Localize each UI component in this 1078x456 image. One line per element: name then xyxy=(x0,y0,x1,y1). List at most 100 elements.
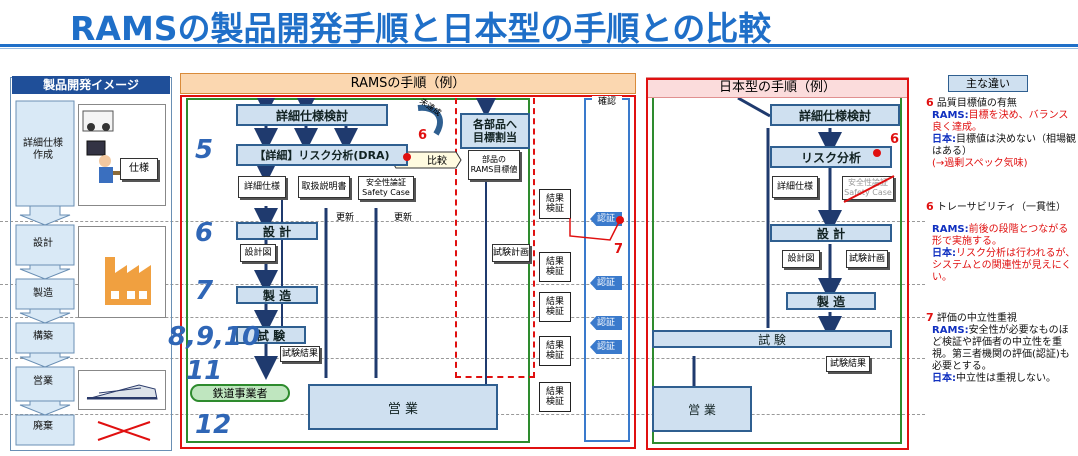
certification-arrow-2: 認証 xyxy=(590,276,622,290)
japan-spec-doc: 詳細仕様 xyxy=(772,176,818,198)
stage-number-12: 12 xyxy=(195,410,232,440)
result-verify-2: 結果 検証 xyxy=(539,252,571,282)
rams-test-result-doc: 試験結果 xyxy=(280,346,320,362)
japan-header: 日本型の手順（例） xyxy=(718,80,836,95)
japan-safety-case-doc: 安全性論証 Safety Case xyxy=(842,176,894,200)
rams-mark-6: 6 xyxy=(418,128,428,143)
compare-label: 比較 xyxy=(427,156,447,167)
page-title: RAMSの製品開発手順と日本型の手順との比較 xyxy=(70,9,772,48)
rams-test-plan-doc: 試験計画 xyxy=(492,244,530,262)
stage-arrow-column xyxy=(15,100,75,446)
japan-test: 試 験 xyxy=(652,330,892,348)
result-verify-1: 結果 検証 xyxy=(539,189,571,219)
difference-text: リスク分析は行われるが、システムとの関連性が見えにくい。 xyxy=(932,248,1076,283)
train-icon xyxy=(86,384,158,400)
train-image xyxy=(78,370,166,410)
rams-risk-analysis: 【詳細】リスク分析(DRA) xyxy=(236,144,408,166)
certification-arrow-3: 認証 xyxy=(590,316,622,330)
difference-label: RAMS: xyxy=(932,224,969,235)
japan-test-plan-doc: 試験計画 xyxy=(846,250,888,268)
rams-design-doc: 設計図 xyxy=(240,244,276,262)
stage-construct: 構築 xyxy=(33,331,53,342)
japan-risk-analysis: リスク分析 xyxy=(770,146,892,168)
stage-disposal: 廃棄 xyxy=(33,421,53,432)
japan-green-frame xyxy=(652,98,902,444)
difference-text: 前後の段階とつながる形で実施する。 xyxy=(932,224,1069,247)
rams-green-frame xyxy=(186,98,530,443)
red-dot-icon xyxy=(873,149,881,157)
rams-parts-dashed xyxy=(455,98,535,378)
japan-operation: 営 業 xyxy=(652,386,752,432)
difference-item-1: 6 品質目標値の有無 RAMS:目標を決め、バランス良く達成。 日本:目標値は決… xyxy=(926,97,1076,170)
difference-label: RAMS: xyxy=(932,325,969,336)
rams-design: 設 計 xyxy=(236,222,318,240)
confirm-label: 確認 xyxy=(592,96,622,108)
rams-manufacture: 製 造 xyxy=(236,286,318,304)
japan-mark-6: 6 xyxy=(890,132,900,147)
difference-label: 日本: xyxy=(932,248,956,259)
japan-design-doc: 設計図 xyxy=(782,250,820,268)
update-label-1: 更新 xyxy=(336,213,355,223)
disposal-cross-icon xyxy=(97,421,151,441)
railway-operator-label: 鉄道事業者 xyxy=(190,384,290,402)
result-verify-4: 結果 検証 xyxy=(539,336,571,366)
rams-spec-doc: 詳細仕様 xyxy=(238,176,286,198)
difference-text: 目標を決め、バランス良く達成。 xyxy=(932,110,1069,133)
stage-divider xyxy=(0,221,925,222)
rams-mark-7: 7 xyxy=(614,242,624,257)
differences-header: 主な違い xyxy=(948,75,1028,92)
rams-test: 試 験 xyxy=(236,326,306,344)
stage-operation: 営業 xyxy=(33,376,53,387)
rams-header-bar: RAMSの手順（例） xyxy=(180,73,636,94)
stage-spec: 詳細仕様作成 xyxy=(23,138,63,161)
stage-number-8-9-10: 8,9,10 xyxy=(168,322,261,352)
difference-text: 目標値は決めない（相場観はある） xyxy=(932,134,1076,157)
japan-safety-case-cross-icon xyxy=(843,175,895,203)
rams-header: RAMSの手順（例） xyxy=(350,76,466,91)
difference-title: トレーサビリティ（一貫性） xyxy=(936,202,1067,213)
stage-divider xyxy=(0,317,925,318)
stage-design: 設計 xyxy=(33,238,53,249)
parts-target-doc: 部品の RAMS目標値 xyxy=(468,150,520,180)
rams-manual-doc: 取扱説明書 xyxy=(298,176,350,198)
difference-number: 6 xyxy=(926,96,934,109)
japan-manufacture: 製 造 xyxy=(786,292,876,310)
difference-title: 評価の中立性重視 xyxy=(936,313,1017,324)
spec-work-image xyxy=(78,104,166,206)
stage-number-11: 11 xyxy=(186,356,223,386)
rams-operation: 営 業 xyxy=(308,384,498,430)
difference-item-3: 7 評価の中立性重視 RAMS:安全性が必要なものほど検証や評価者の中立性を重視… xyxy=(926,312,1076,385)
red-dot-icon xyxy=(403,153,411,161)
product-image-header: 製品開発イメージ xyxy=(12,76,170,94)
difference-title: 品質目標値の有無 xyxy=(936,98,1017,109)
title-rule xyxy=(0,44,1078,47)
stage-number-7: 7 xyxy=(195,276,214,306)
rams-allocation: 各部品へ 目標割当 xyxy=(460,113,530,149)
japan-detailed-spec-review: 詳細仕様検討 xyxy=(770,104,900,126)
result-verify-5: 結果 検証 xyxy=(539,382,571,412)
japan-frame xyxy=(646,78,909,450)
title-rule-thin xyxy=(0,48,1078,49)
rams-safety-case-doc: 安全性論証 Safety Case xyxy=(358,176,414,200)
japan-design: 設 計 xyxy=(770,224,892,242)
japan-test-result-doc: 試験結果 xyxy=(826,356,870,372)
difference-text: 中立性は重視しない。 xyxy=(956,373,1056,384)
difference-label: RAMS: xyxy=(932,110,969,121)
factory-icon xyxy=(105,257,151,305)
certification-arrow-4: 認証 xyxy=(590,340,622,354)
certification-arrow-1: 認証 xyxy=(590,212,622,226)
difference-item-2: 6 トレーサビリティ（一貫性） RAMS:前後の段階とつながる形で実施する。 日… xyxy=(926,201,1076,284)
rams-frame xyxy=(180,95,636,449)
japan-flow-arrows xyxy=(692,98,842,388)
difference-number: 7 xyxy=(926,311,934,324)
rams-detailed-spec-review: 詳細仕様検討 xyxy=(236,104,388,126)
update-label-2: 更新 xyxy=(394,213,413,223)
difference-text: (→過剰スペック気味) xyxy=(932,158,1028,169)
difference-label: 日本: xyxy=(932,134,956,145)
difference-text: 安全性が必要なものほど検証や評価者の中立性を重視。第三者機関の評価(認証)も必要… xyxy=(932,325,1070,372)
stage-number-5: 5 xyxy=(195,135,214,165)
workstation-icon xyxy=(82,110,139,183)
spec-document: 仕様 xyxy=(120,158,158,180)
result-verify-3: 結果 検証 xyxy=(539,292,571,322)
stage-divider xyxy=(0,358,925,359)
